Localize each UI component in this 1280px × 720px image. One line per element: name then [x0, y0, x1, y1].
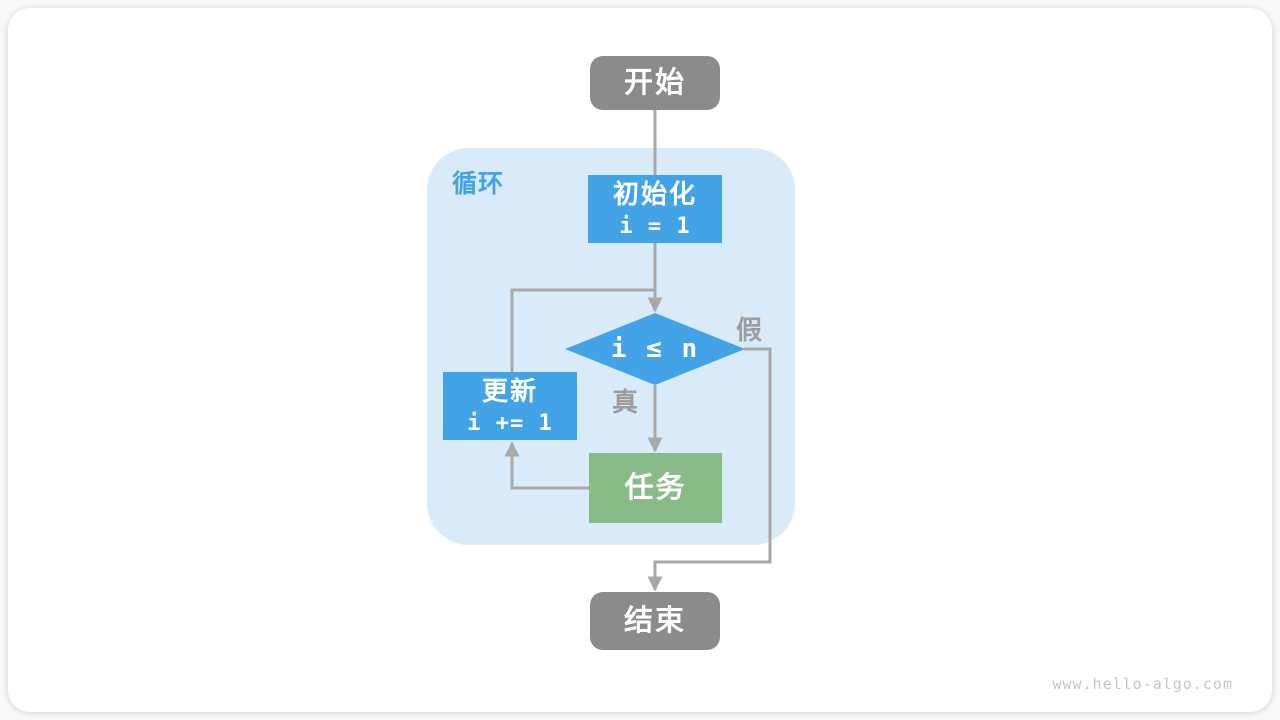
node-task: 任务: [589, 453, 722, 523]
edge-task-to-update: [504, 441, 590, 490]
edge-update-to-junction: [510, 288, 657, 373]
edge-label-false: 假: [736, 315, 763, 345]
loop-label: 循环: [452, 170, 505, 198]
node-init-code: i = 1: [619, 213, 691, 239]
node-init-title: 初始化: [612, 179, 697, 209]
watermark: www.hello-algo.com: [1052, 675, 1233, 693]
node-update-title: 更新: [481, 376, 538, 406]
node-start: 开始: [590, 56, 720, 110]
node-condition-label: i ≤ n: [610, 334, 700, 364]
node-init: 初始化 i = 1: [588, 175, 722, 243]
edge-label-true: 真: [612, 387, 639, 417]
node-update: 更新 i += 1: [443, 372, 577, 440]
edge-cond-false-to-end: [647, 347, 772, 592]
node-end: 结束: [590, 592, 720, 650]
node-update-code: i += 1: [467, 410, 553, 436]
